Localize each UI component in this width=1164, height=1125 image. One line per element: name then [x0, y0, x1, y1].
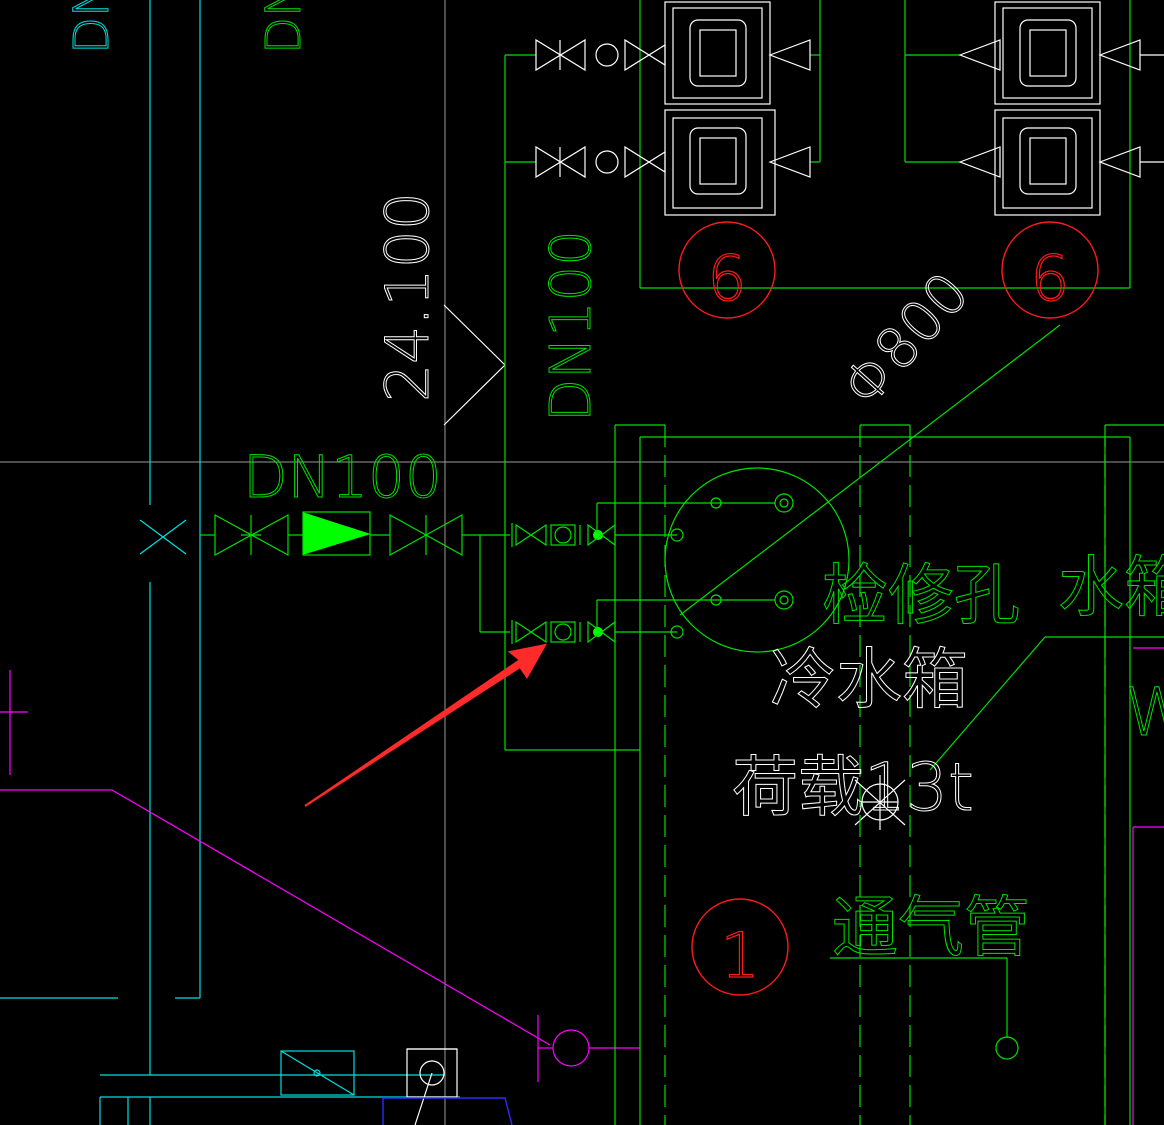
magenta-pipes — [0, 647, 1164, 1125]
dn-top-green-label: DN — [256, 0, 312, 54]
svg-text:6: 6 — [1030, 242, 1069, 315]
water-tank-partial-label: 水箱 — [1058, 549, 1164, 626]
access-hole-label: 检修孔 — [822, 557, 1020, 634]
pump-unit-top-right-2[interactable] — [958, 109, 1164, 216]
white-items — [406, 304, 906, 1125]
gate-valve-icon[interactable] — [214, 513, 289, 557]
pump-icon[interactable] — [302, 511, 371, 556]
marker-1: 1 — [691, 898, 789, 996]
gate-valve-icon[interactable] — [389, 513, 463, 557]
cold-water-tank-label: 冷水箱 — [770, 641, 968, 718]
check-valve-icon[interactable] — [511, 523, 616, 547]
green-pipes — [200, 0, 1164, 1125]
equipment-base — [382, 1097, 513, 1125]
w-partial-label: W — [1125, 674, 1164, 751]
pump-unit-top-left-1[interactable] — [535, 1, 811, 105]
load-label: 荷载13t — [732, 749, 974, 826]
diameter-label: Φ800 — [830, 261, 982, 420]
elevation-label: 24.100 — [373, 192, 443, 402]
svg-text:6: 6 — [707, 242, 746, 315]
red-arrow-icon — [304, 643, 547, 807]
dn-vertical-label: DN100 — [539, 230, 604, 422]
cyan-pipes — [0, 0, 460, 1125]
check-valve-icon[interactable] — [511, 620, 616, 644]
pump-unit-top-left-2[interactable] — [535, 109, 811, 216]
marker-6-right: 6 — [1001, 221, 1099, 319]
vent-pipe-label: 通气管 — [832, 889, 1030, 966]
dn-top-cyan-label: DN — [64, 0, 120, 54]
dn-horizontal-label: DN100 — [243, 443, 442, 511]
svg-text:1: 1 — [720, 919, 759, 992]
marker-6-left: 6 — [678, 221, 776, 319]
pump-unit-top-right-1[interactable] — [958, 1, 1164, 105]
